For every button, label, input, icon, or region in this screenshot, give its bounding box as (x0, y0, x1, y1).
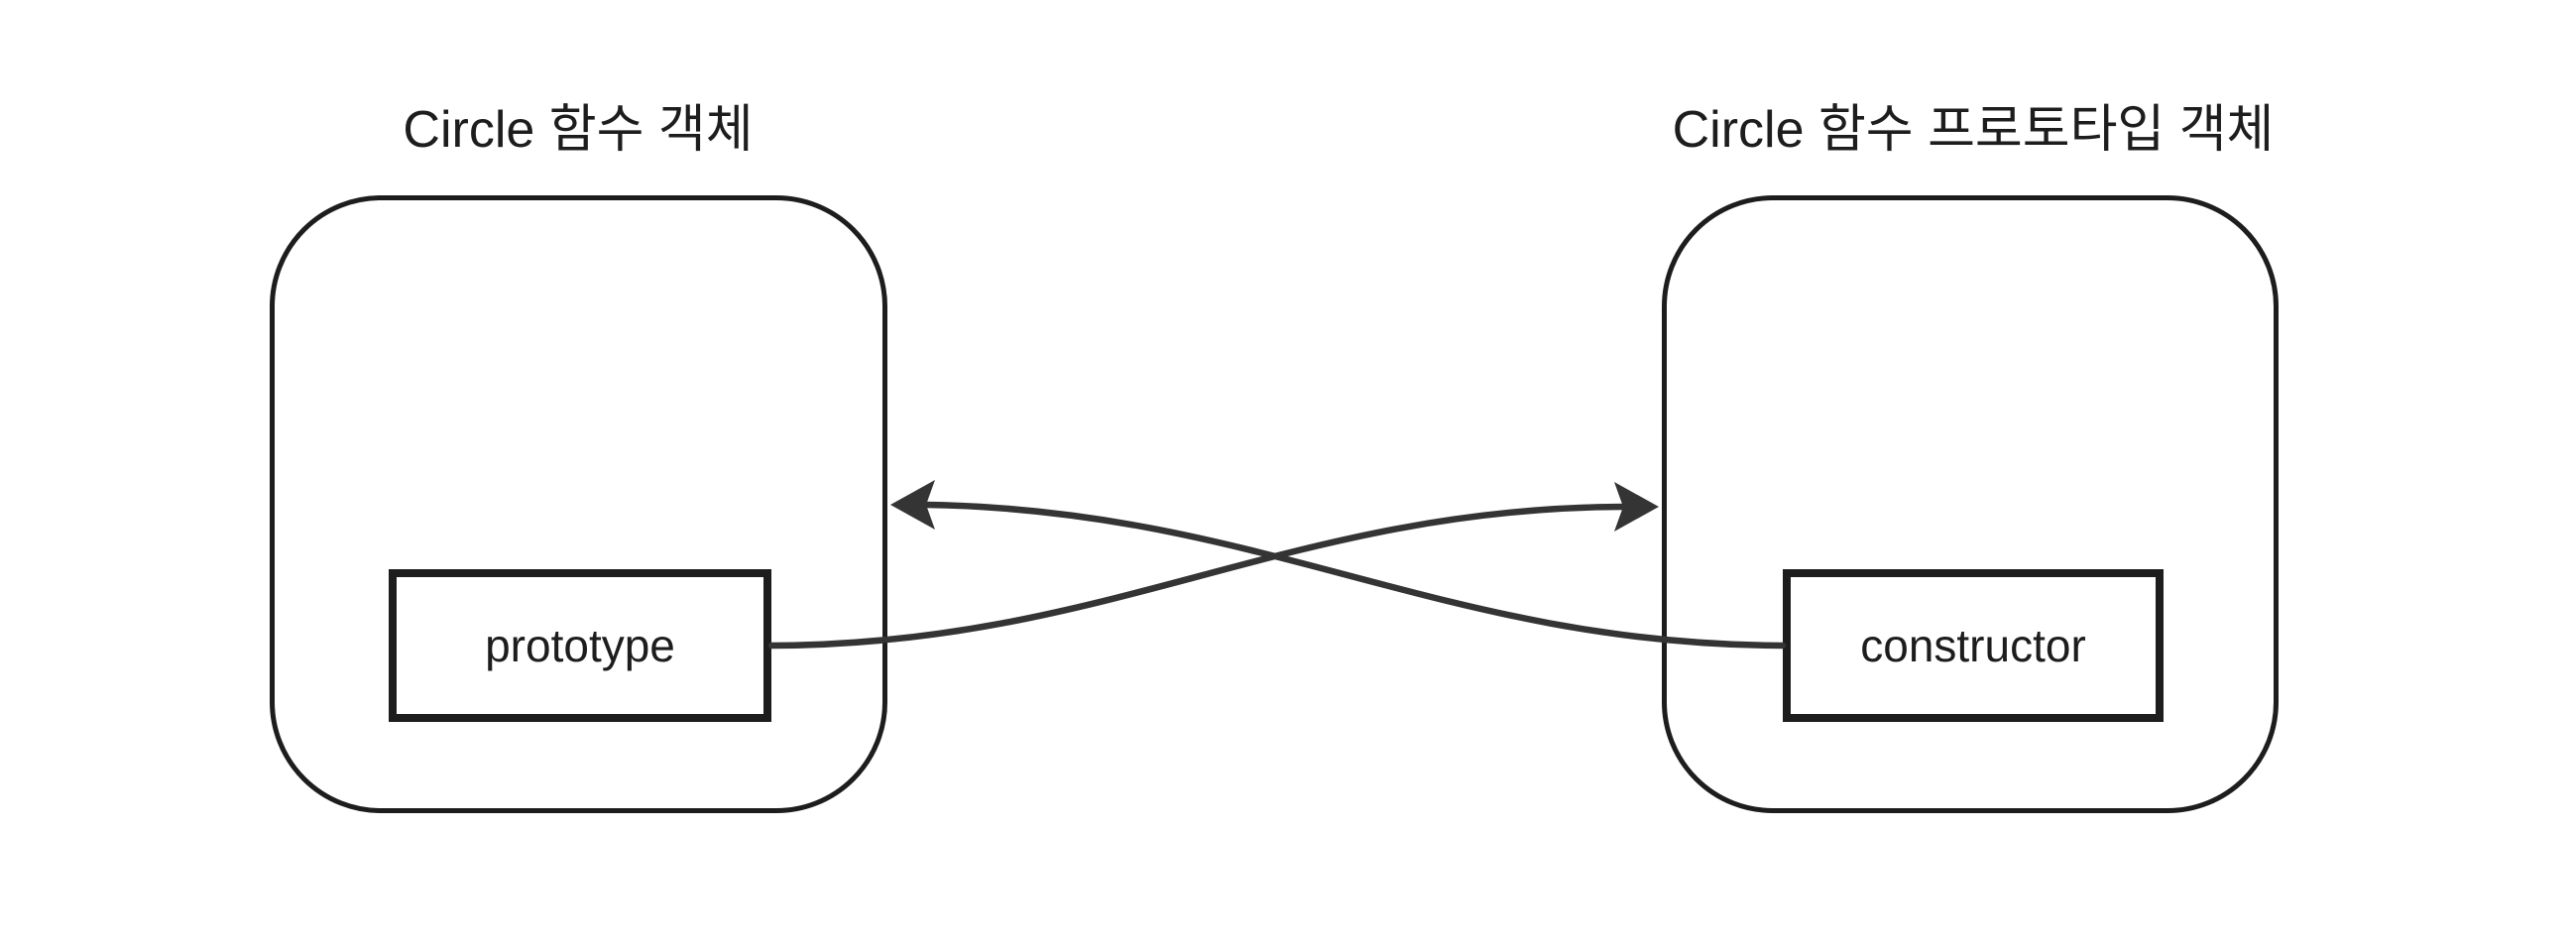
prototype-property-box: prototype (389, 569, 771, 722)
constructor-property-box: constructor (1783, 569, 2164, 722)
constructor-property-label: constructor (1860, 620, 2086, 671)
prototype-to-prototype-object-curve (767, 503, 1628, 650)
constructor-to-function-object-curve (922, 501, 1787, 650)
right-object-title: Circle 함수 프로토타입 객체 (1672, 101, 2275, 159)
left-object-title: Circle 함수 객체 (403, 101, 754, 159)
prototype-property-label: prototype (485, 620, 675, 671)
right-arrowhead-icon (1614, 482, 1659, 532)
left-arrowhead-icon (890, 480, 935, 530)
